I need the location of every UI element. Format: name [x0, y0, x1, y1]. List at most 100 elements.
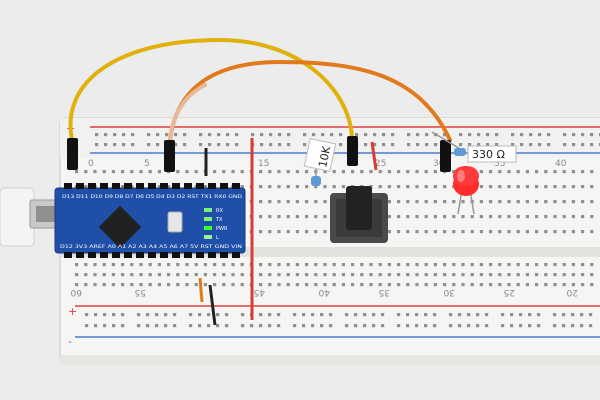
- breadboard-hole: [75, 283, 79, 287]
- bottom-plus-sign: +: [68, 305, 77, 318]
- breadboard-hole: [259, 263, 263, 267]
- breadboard-hole: [489, 185, 493, 189]
- breadboard-hole: [139, 263, 143, 267]
- breadboard-hole: [415, 324, 419, 328]
- breadboard-hole: [479, 215, 483, 219]
- led-label: L: [216, 235, 219, 241]
- breadboard-hole: [269, 143, 273, 147]
- breadboard-hole: [339, 143, 343, 147]
- breadboard-hole: [93, 273, 97, 277]
- breadboard-hole: [305, 200, 309, 204]
- breadboard-hole: [537, 324, 541, 328]
- reset-button: [167, 211, 183, 233]
- header-pin: [136, 183, 144, 189]
- breadboard-hole: [323, 273, 327, 277]
- breadboard-hole: [571, 200, 575, 204]
- breadboard-hole: [167, 263, 171, 267]
- breadboard-hole: [553, 230, 557, 234]
- breadboard-hole: [485, 324, 489, 328]
- breadboard-hole: [452, 215, 456, 219]
- breadboard-hole: [104, 133, 108, 137]
- breadboard-hole: [449, 313, 453, 317]
- breadboard-hole: [387, 170, 391, 174]
- breadboard-hole: [203, 283, 207, 287]
- breadboard-hole: [305, 273, 309, 277]
- breadboard-hole: [314, 230, 318, 234]
- breadboard-hole: [259, 215, 263, 219]
- breadboard-hole: [167, 185, 171, 189]
- breadboard-hole: [330, 133, 334, 137]
- breadboard-hole: [397, 313, 401, 317]
- breadboard-hole: [415, 263, 419, 267]
- breadboard-hole: [369, 263, 373, 267]
- breadboard-hole: [590, 283, 594, 287]
- breadboard-hole: [535, 200, 539, 204]
- breadboard-hole: [323, 283, 327, 287]
- breadboard-hole: [590, 170, 594, 174]
- breadboard-hole: [259, 273, 263, 277]
- breadboard-hole: [433, 263, 437, 267]
- breadboard-hole: [303, 143, 307, 147]
- breadboard-hole: [111, 263, 115, 267]
- breadboard-hole: [173, 313, 177, 317]
- breadboard-hole: [425, 133, 429, 137]
- breadboard-hole: [225, 324, 229, 328]
- breadboard-hole: [433, 324, 437, 328]
- breadboard-hole: [553, 313, 557, 317]
- breadboard-hole: [525, 215, 529, 219]
- breadboard-hole: [157, 283, 161, 287]
- breadboard-hole: [425, 143, 429, 147]
- breadboard-hole: [461, 283, 465, 287]
- breadboard-hole: [323, 215, 327, 219]
- breadboard-hole: [553, 283, 557, 287]
- breadboard-hole: [185, 170, 189, 174]
- breadboard-hole: [424, 215, 428, 219]
- breadboard-hole: [173, 324, 177, 328]
- bottom-pin-label-text: D12 3V3 AREF A0 A1 A2 A3 A4 A5 A6 A7 5V …: [60, 244, 242, 250]
- breadboard-hole: [562, 230, 566, 234]
- breadboard-hole: [433, 273, 437, 277]
- breadboard-hole: [489, 200, 493, 204]
- breadboard-hole: [397, 263, 401, 267]
- breadboard-hole: [424, 273, 428, 277]
- breadboard-hole: [278, 133, 282, 137]
- breadboard-hole: [222, 283, 226, 287]
- breadboard-hole: [222, 263, 226, 267]
- breadboard-hole: [433, 283, 437, 287]
- breadboard-hole: [387, 230, 391, 234]
- breadboard-hole: [562, 263, 566, 267]
- breadboard-hole: [498, 215, 502, 219]
- breadboard-hole: [407, 133, 411, 137]
- breadboard-hole: [277, 215, 281, 219]
- breadboard-hole: [360, 273, 364, 277]
- breadboard-hole: [562, 185, 566, 189]
- breadboard-hole: [516, 170, 520, 174]
- breadboard-hole: [147, 133, 151, 137]
- breadboard-hole: [535, 185, 539, 189]
- breadboard-hole: [452, 263, 456, 267]
- breadboard-hole: [323, 263, 327, 267]
- breadboard-hole: [268, 324, 272, 328]
- breadboard-hole: [461, 230, 465, 234]
- breadboard-hole: [364, 133, 368, 137]
- breadboard-hole: [495, 133, 499, 137]
- header-pin: [196, 183, 204, 189]
- breadboard-hole: [529, 143, 533, 147]
- breadboard-hole: [571, 283, 575, 287]
- col-num: 25: [375, 159, 386, 169]
- breadboard-hole: [314, 200, 318, 204]
- col-num: 35: [494, 159, 505, 169]
- board-edge: [60, 355, 600, 365]
- header-pin: [184, 183, 192, 189]
- breadboard-hole: [467, 313, 471, 317]
- breadboard-hole: [553, 324, 557, 328]
- breadboard-hole: [320, 313, 324, 317]
- breadboard-hole: [538, 133, 542, 137]
- breadboard-hole: [121, 170, 125, 174]
- breadboard-hole: [378, 263, 382, 267]
- breadboard-hole: [525, 283, 529, 287]
- breadboard-hole: [323, 185, 327, 189]
- breadboard-hole: [458, 313, 462, 317]
- pink-wire-segment: [168, 83, 207, 142]
